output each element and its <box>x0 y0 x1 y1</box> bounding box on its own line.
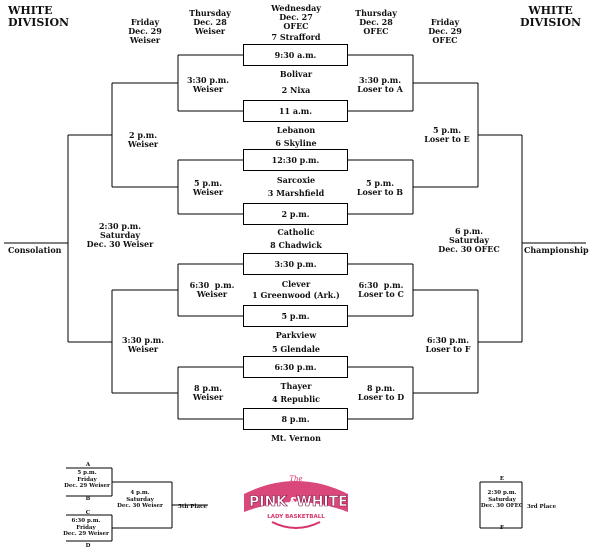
game-time-box: 8 p.m. <box>243 408 348 430</box>
team-label: Sarcoxie <box>276 175 316 185</box>
slot-e-label: E <box>499 476 505 482</box>
logo-pink-text: PINK <box>249 494 288 510</box>
team-label: 3 Marshfield <box>267 188 325 198</box>
team-label: 6 Skyline <box>275 138 317 148</box>
game-time-box: 11 a.m. <box>243 100 348 122</box>
fifth-game1-label: 5 p.m. Friday Dec. 29 Weiser <box>64 470 110 489</box>
championship-label: Championship <box>524 245 589 255</box>
qf-left-label: 8 p.m. Weiser <box>192 383 224 402</box>
team-label: 5 Glendale <box>271 344 321 354</box>
logo-swoosh <box>244 481 348 512</box>
right-division-title: WHITE DIVISION <box>520 4 582 29</box>
qf-right-label: 5 p.m. Loser to B <box>356 178 404 197</box>
team-label: 8 Chadwick <box>270 240 322 250</box>
game-time-box: 2 p.m. <box>243 203 348 225</box>
game-time-box: 12:30 p.m. <box>243 149 348 171</box>
slot-b-label: B <box>85 496 91 502</box>
sf-left-label: 2 p.m. Weiser <box>127 130 159 149</box>
qf-right-label: 6:30 p.m. Loser to C <box>358 280 404 299</box>
consolation-final-label: 2:30 p.m. Saturday Dec. 30 Weiser <box>86 221 154 249</box>
logo-sub-text: LADY BASKETBALL <box>267 514 325 520</box>
header-friday-right: Friday Dec. 29 OFEC <box>428 17 462 45</box>
fifth-game2-label: 6:30 p.m. Friday Dec. 29 Weiser <box>63 518 109 537</box>
pink-and-white-logo: The PINK & WHITE LADY BASKETBALL <box>244 475 348 529</box>
team-label: 1 Greenwood (Ark.) <box>252 290 340 300</box>
consolation-label: Consolation <box>8 245 62 255</box>
team-label: Clever <box>281 279 311 289</box>
header-thursday-left: Thursday Dec. 28 Weiser <box>189 8 231 36</box>
logo-ball-arc <box>271 521 321 529</box>
slot-c-label: C <box>85 510 91 516</box>
qf-left-label: 3:30 p.m. Weiser <box>186 75 230 94</box>
third-final-label: 2:30 p.m. Saturday Dec. 30 OFEC <box>480 490 524 509</box>
team-label: Bolivar <box>279 69 313 79</box>
slot-a-label: A <box>85 462 91 468</box>
sf-right-label: 6:30 p.m. Loser to F <box>425 335 471 354</box>
fifth-final-label: 4 p.m. Saturday Dec. 30 Weiser <box>117 490 163 509</box>
sf-right-label: 5 p.m. Loser to E <box>424 125 470 144</box>
team-label: 2 Nixa <box>281 85 311 95</box>
team-label: Catholic <box>277 227 315 237</box>
third-place-label: 3rd Place <box>527 504 557 510</box>
qf-right-label: 3:30 p.m. Loser to A <box>357 75 403 94</box>
team-label: Parkview <box>275 330 317 340</box>
game-time-box: 5 p.m. <box>243 305 348 327</box>
logo-amp-text: & <box>289 495 299 509</box>
game-time-box: 9:30 a.m. <box>243 44 348 66</box>
sf-left-label: 3:30 p.m. Weiser <box>121 335 165 354</box>
qf-left-label: 6:30 p.m. Weiser <box>189 280 235 299</box>
game-time-box: 6:30 p.m. <box>243 356 348 378</box>
logo-the-text: The <box>289 475 302 483</box>
header-friday-left: Friday Dec. 29 Weiser <box>128 17 162 45</box>
fifth-place-label: 5th Place <box>178 504 207 510</box>
qf-left-label: 5 p.m. Weiser <box>192 178 224 197</box>
header-thursday-right: Thursday Dec. 28 OFEC <box>355 8 397 36</box>
slot-d-label: D <box>85 543 91 549</box>
header-wednesday: Wednesday Dec. 27 OFEC <box>271 3 321 31</box>
team-label: Lebanon <box>276 125 316 135</box>
slot-f-label: F <box>500 525 504 531</box>
logo-white-text: WHITE <box>296 494 347 510</box>
team-label: Mt. Vernon <box>271 433 321 443</box>
qf-right-label: 8 p.m. Loser to D <box>357 383 405 402</box>
left-division-title: WHITE DIVISION <box>8 4 70 29</box>
team-label: 4 Republic <box>271 394 321 404</box>
game-time-box: 3:30 p.m. <box>243 253 348 275</box>
championship-final-label: 6 p.m. Saturday Dec. 30 OFEC <box>438 226 500 254</box>
team-label: 7 Strafford <box>271 32 321 42</box>
team-label: Thayer <box>280 381 312 391</box>
